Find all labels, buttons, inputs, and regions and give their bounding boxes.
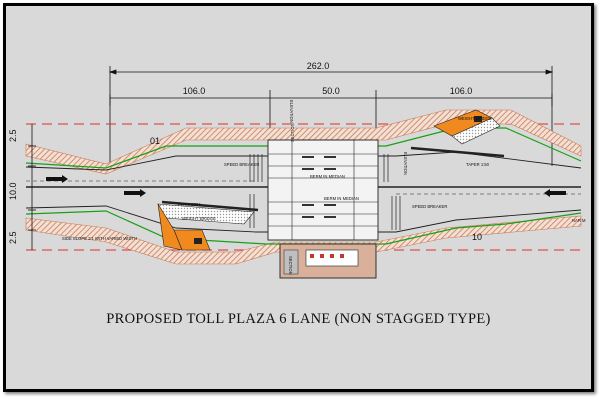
- lower-embankment: [25, 215, 582, 265]
- ratio-right: 10: [472, 232, 482, 242]
- label-berm-lower: BERM IN MEDIAN: [324, 196, 359, 201]
- label-section-left: SECTION: [290, 123, 295, 142]
- label-berm-upper: BERM IN MEDIAN: [310, 174, 345, 179]
- label-side-slope: SIDE SLOPE 2:1 WITH VARIED WIDTH: [62, 236, 137, 241]
- dim-plaza: 50.0: [322, 86, 340, 96]
- direction-arrows: [46, 175, 566, 197]
- label-elevation-left: ELEVATION: [289, 100, 294, 123]
- label-weight-bridge-top: WEIGHT BRIDGE: [458, 116, 492, 121]
- dim-left-taper: 106.0: [183, 86, 206, 96]
- upper-embankment: [25, 109, 582, 175]
- weight-bridge-top: [410, 109, 505, 158]
- label-bottom-building: SECTION: [288, 256, 293, 275]
- bottom-building: [279, 243, 377, 279]
- drawing-frame: 262.0 106.0 50.0 106.0 2.5 10.0 2.5 01 1…: [3, 3, 594, 392]
- dim-right-taper: 106.0: [450, 86, 473, 96]
- label-speed-breaker-left: SPEED BREAKER: [224, 162, 259, 167]
- label-platform: PLATFORM: [178, 202, 201, 207]
- label-weight-bridge-bottom: WEIGHT BRIDGE: [182, 216, 216, 221]
- weight-bridge-bottom: [157, 200, 259, 251]
- dim-left-width-mid: 10.0: [8, 182, 18, 200]
- label-taper: TAPER 1:50: [466, 162, 490, 167]
- dimension-lines: [108, 66, 554, 166]
- label-speed-breaker-right: SPEED BREAKER: [412, 204, 447, 209]
- label-far-right: NAR M: [572, 218, 586, 223]
- dim-left-width-top: 2.5: [8, 129, 18, 142]
- drawing-title: PROPOSED TOLL PLAZA 6 LANE (NON STAGGED …: [106, 311, 491, 327]
- toll-plaza: [267, 139, 379, 241]
- left-width-dims: [28, 124, 36, 250]
- toll-plaza-drawing: 262.0 106.0 50.0 106.0 2.5 10.0 2.5 01 1…: [8, 61, 586, 279]
- speed-breakers-left: [249, 154, 263, 228]
- label-elevation-right: ELEVATION: [403, 152, 408, 175]
- dim-left-width-bottom: 2.5: [8, 231, 18, 244]
- ratio-left: 01: [150, 136, 160, 146]
- speed-breakers-right: [383, 154, 401, 230]
- dim-overall: 262.0: [307, 61, 330, 71]
